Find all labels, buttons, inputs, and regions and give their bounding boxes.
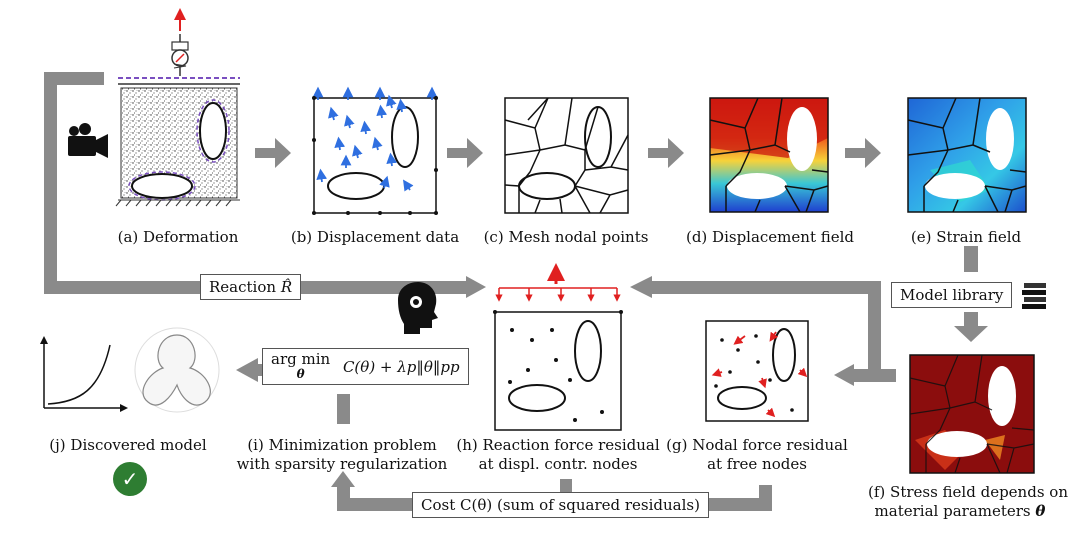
arrow-d-to-e (845, 138, 881, 168)
arrow-a-to-b (255, 138, 291, 168)
e-to-h-head (630, 276, 652, 298)
label-g-line1: (g) Nodal force residual (666, 436, 848, 454)
displacement-arrows (312, 86, 438, 192)
panel-c-mesh (504, 97, 629, 214)
model-library-box: Model library (891, 282, 1013, 308)
panel-d-displacement-field (709, 97, 829, 213)
label-c: (c) Mesh nodal points (483, 228, 649, 246)
hole-horizontal (131, 173, 193, 199)
cost-left-up (337, 485, 350, 511)
cost-head (331, 471, 355, 487)
arrow-e-down (964, 246, 978, 272)
panel-e-strain-field (907, 97, 1027, 213)
label-e: (e) Strain field (910, 228, 1022, 246)
load-cell-icon (171, 8, 189, 76)
label-b: (b) Displacement data (290, 228, 460, 246)
books-icon (1022, 283, 1046, 309)
label-i-line1: (i) Minimization problem (247, 436, 437, 454)
argmin-box: arg min θ C(θ) + λp‖θ‖pp (262, 348, 469, 385)
arrow-b-to-c (447, 138, 483, 168)
brain-gear-icon (398, 282, 438, 334)
cost-box: Cost C(θ) (sum of squared residuals) (412, 492, 709, 518)
f-to-g-head (834, 364, 854, 386)
label-d: (d) Displacement field (685, 228, 855, 246)
label-a: (a) Deformation (117, 228, 239, 246)
reaction-box: Reaction R̂ (200, 274, 302, 300)
loop-top (44, 72, 104, 85)
label-f-line1: (f) Stress field depends on (868, 483, 1068, 501)
i-up (337, 394, 350, 424)
label-h-line2: at displ. contr. nodes (478, 455, 638, 473)
loop-left (44, 72, 57, 294)
arrow-library-to-f (954, 312, 988, 342)
label-j: (j) Discovered model (49, 436, 207, 454)
label-i-line2: with sparsity regularization (236, 455, 448, 473)
panel-b-displacement-data (312, 86, 438, 215)
check-icon: ✓ (113, 462, 147, 496)
arrow-c-to-d (648, 138, 684, 168)
hole-vertical (199, 102, 227, 160)
label-g-line2: at free nodes (707, 455, 807, 473)
label-f-line2: material parameters θ (874, 502, 1046, 520)
e-to-h-top (650, 281, 881, 294)
argmin-to-j-head (236, 358, 258, 382)
panel-h-reaction-residual (493, 263, 623, 431)
panel-a-deformation (68, 8, 240, 207)
panel-f-stress-field (909, 354, 1035, 474)
label-h-line1: (h) Reaction force residual (456, 436, 660, 454)
camera-icon (68, 123, 108, 158)
panel-g-nodal-residual (705, 320, 809, 422)
theta-symbol: θ (1035, 502, 1046, 520)
panel-j-discovered-model (40, 327, 220, 413)
cost-h-down (560, 479, 572, 495)
e-to-h-right (868, 281, 881, 369)
trefoil-shape (142, 334, 211, 406)
loop-head (466, 276, 486, 298)
argmin-to-j-bar (256, 364, 266, 376)
f-to-g-bar (852, 369, 896, 382)
